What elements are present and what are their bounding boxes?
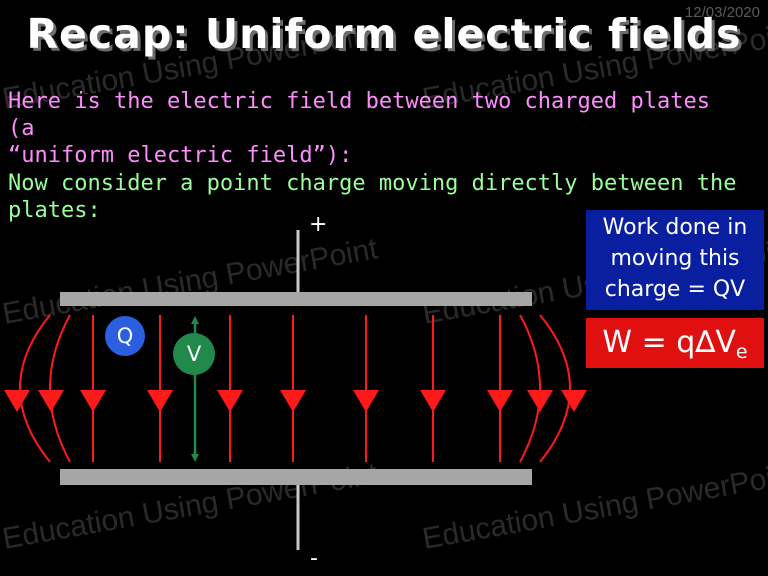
field-arrowhead bbox=[280, 390, 306, 412]
top-plate bbox=[60, 292, 532, 306]
slide-date: 12/03/2020 bbox=[684, 4, 760, 21]
field-arrowhead bbox=[38, 390, 64, 412]
intro-text: Here is the electric field between two c… bbox=[8, 88, 748, 169]
consider-text: Now consider a point charge moving direc… bbox=[8, 170, 748, 224]
field-arrowhead bbox=[147, 390, 173, 412]
bottom-plate-sign: - bbox=[310, 546, 318, 571]
consider-line: plates: bbox=[8, 198, 101, 223]
intro-line: “uniform electric field”): bbox=[8, 143, 353, 168]
field-line-curved bbox=[539, 314, 571, 463]
field-arrowhead bbox=[561, 390, 587, 412]
field-arrowhead bbox=[353, 390, 379, 412]
field-line-curved bbox=[19, 314, 51, 463]
work-done-line: Work done in bbox=[602, 215, 748, 240]
intro-line: Here is the electric field between two c… bbox=[8, 89, 710, 141]
point-charge: Q bbox=[105, 316, 145, 356]
field-arrowhead bbox=[527, 390, 553, 412]
field-arrowhead bbox=[80, 390, 106, 412]
field-arrowhead bbox=[420, 390, 446, 412]
slide-title: Recap: Uniform electric fields bbox=[26, 10, 742, 58]
field-arrowhead bbox=[487, 390, 513, 412]
work-done-line: charge = QV bbox=[604, 277, 746, 302]
work-done-line: moving this bbox=[610, 246, 740, 271]
formula-box: W = q∆Ve bbox=[586, 318, 764, 368]
bottom-plate bbox=[60, 469, 532, 485]
work-done-box: Work done in moving this charge = QV bbox=[586, 210, 764, 310]
field-line-curved bbox=[49, 314, 71, 463]
consider-line: Now consider a point charge moving direc… bbox=[8, 171, 737, 196]
field-arrowhead bbox=[4, 390, 30, 412]
formula-main: W = q∆V bbox=[602, 325, 736, 360]
top-plate-sign: + bbox=[309, 212, 328, 237]
field-line-curved bbox=[519, 314, 541, 463]
formula-subscript: e bbox=[735, 341, 748, 363]
field-arrowhead bbox=[217, 390, 243, 412]
potential-label: V bbox=[173, 333, 215, 375]
